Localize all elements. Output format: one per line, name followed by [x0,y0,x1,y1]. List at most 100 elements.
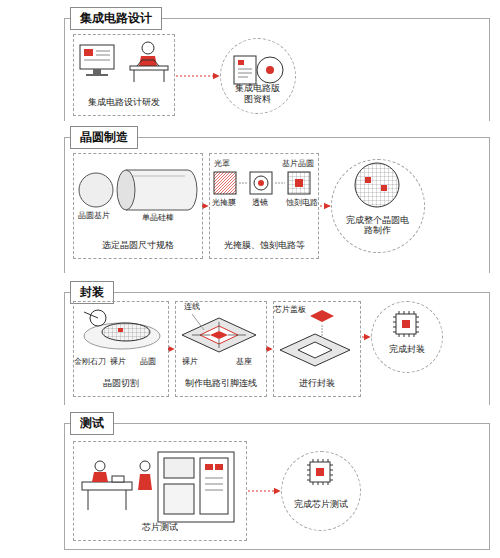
testing-scene-part [92,472,108,482]
testing-scene-part [95,461,105,471]
flow-arrow [170,348,174,349]
chip-icon-part [396,314,416,334]
wire-bonding [182,314,256,352]
part-label: 晶圆基片 [78,212,110,220]
chip-icon-part [393,311,419,337]
stage-band: 集成电路设计集成电路设计研发集成电路版图资料 [64,18,490,121]
wafer-ingot-part [133,176,185,177]
wafer-cutting-part [84,312,98,318]
document-icon-part [234,56,256,84]
chip-icon-part [316,468,324,476]
part-label: 蚀刻电路 [286,199,318,207]
testing-scene-part [205,464,213,470]
photomask-steps-part [254,176,268,190]
testing-scene-part [112,476,124,482]
computer-icon-part [93,69,101,74]
caption: 集成电路版图资料 [231,83,284,103]
computer-icon-part [96,51,110,52]
caption: 进行封装 [276,378,358,389]
testing-scene-part [140,461,150,471]
packaging-part [280,334,350,366]
packaging-part [322,325,323,338]
testing-scene-part [164,484,194,514]
caption: 完成芯片测试 [293,499,349,509]
testing-scene-part [138,474,152,490]
photomask-steps-part [239,183,247,184]
engineer-figure [130,42,168,82]
testing-scene-part [200,458,228,514]
testing-scene [82,452,234,522]
caption: 制作电路引脚连线 [178,378,264,389]
process-box: 选定晶圆尺寸规格 [73,153,203,259]
finished-wafer-part [381,185,387,191]
document-icon [234,56,283,84]
stage-band: 晶圆制造选定晶圆尺寸规格光掩膜、蚀刻电路等完成整个晶圆电路制作 [64,137,490,273]
chip-icon [393,311,419,337]
computer-icon-part [86,74,108,76]
computer-icon-part [84,49,93,56]
testing-scene-part [88,490,89,510]
engineer-figure-part [137,60,159,66]
packaging [280,310,350,366]
packaging-part [310,310,334,322]
testing-scene-part [164,458,194,478]
finished-wafer-part [365,177,371,183]
part-label: 透镜 [252,199,268,207]
wafer-cutting-part [118,328,123,332]
computer-icon [80,45,114,75]
photomask-steps-part [288,172,310,194]
wire-bonding-part [182,318,256,352]
stage-heading: 测试 [70,412,114,435]
flow-arrow [268,348,272,349]
wire-bonding-part [210,331,228,339]
engineer-figure-part [134,70,135,82]
finished-wafer [355,163,399,207]
wafer-ingot-part [126,170,197,210]
process-box: 光掩膜、蚀刻电路等 [209,153,319,259]
part-label: 光掩膜 [212,199,236,207]
wafer-ingot-part [79,173,113,207]
caption: 光掩膜、蚀刻电路等 [212,240,316,251]
process-box: 制作电路引脚连线 [175,301,267,397]
computer-icon-part [96,55,110,56]
chip-icon-part [402,320,410,328]
document-icon-part [238,69,252,70]
chip-icon-part [307,459,333,485]
packaging-part [298,342,332,358]
wafer-ingot [79,170,197,210]
process-box: 芯片测试 [73,441,247,541]
stage-heading: 集成电路设计 [70,7,162,30]
document-icon-part [238,60,244,65]
caption: 集成电路设计研发 [76,97,172,108]
part-label: 连线 [184,303,200,311]
part-label: 晶圆 [140,358,156,366]
result-circle: 完成芯片测试 [281,451,361,531]
part-label: 单晶硅棒 [142,214,174,222]
result-circle: 完成整个晶圆电路制作 [331,159,425,253]
testing-scene-part [205,478,223,490]
photomask-steps-part [258,180,264,186]
photomask-steps-part [250,172,272,194]
engineer-figure-part [164,70,165,82]
photomask-steps-part [214,172,236,194]
document-icon-part [266,66,274,74]
photomask-steps-part [295,179,303,187]
testing-scene-part [82,482,132,490]
result-circle: 完成封装 [371,301,443,373]
wafer-ingot-part [117,170,135,210]
part-label: 裸片 [182,358,198,366]
part-label: 基座 [236,358,252,366]
process-box: 进行封装 [273,301,361,397]
document-icon-part [257,57,283,83]
caption: 选定晶圆尺寸规格 [76,240,200,251]
flow-arrow [248,490,280,491]
part-label: 基片晶圆 [282,160,314,168]
chip-icon [307,459,333,485]
caption: 芯片测试 [76,522,244,533]
document-icon-part [238,73,252,74]
